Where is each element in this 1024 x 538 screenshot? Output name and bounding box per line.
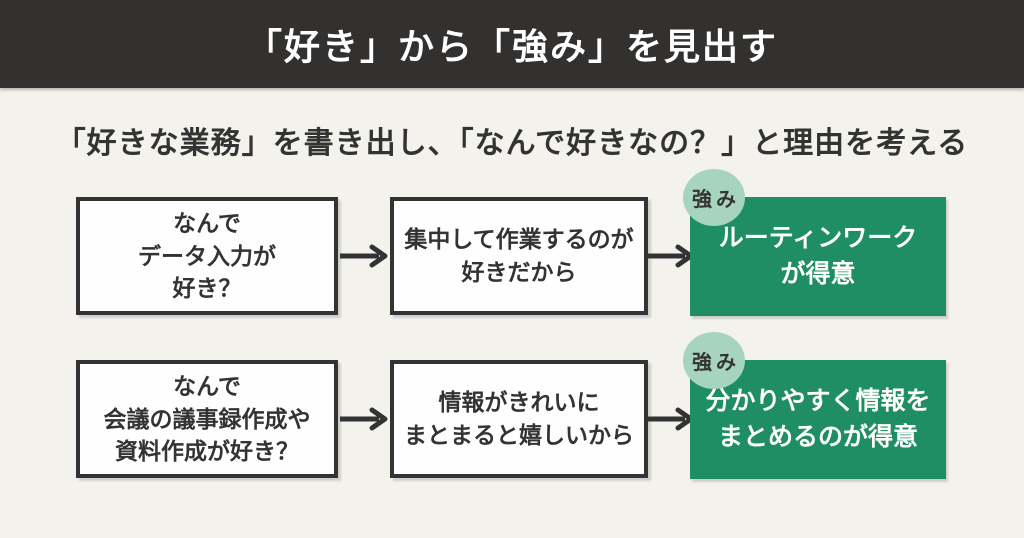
strength-badge: 強み: [683, 169, 745, 226]
header-bar: 「好き」から「強み」を見出す: [0, 0, 1024, 88]
reason-text: 集中して作業するのが 好きだから: [404, 226, 634, 285]
reason-text: 情報がきれいに まとまると嬉しいから: [404, 389, 634, 448]
subtitle: 「好きな業務」を書き出し、「なんで好きなの？」と理由を考える: [55, 127, 969, 160]
reason-box: 情報がきれいに まとまると嬉しいから: [390, 360, 648, 478]
strength-badge-label: 強み: [692, 189, 740, 211]
strength-text: 分かりやすく情報を まとめるのが得意: [705, 387, 931, 451]
strength-badge: 強み: [683, 332, 745, 389]
like-question-text: なんで 会議の議事録作成や 資料作成が好き？: [103, 373, 311, 465]
like-question-box: なんで 会議の議事録作成や 資料作成が好き？: [76, 360, 338, 478]
flow-row-data-entry: なんで データ入力が 好き？ 集中して作業するのが 好きだから ルーティンワーク…: [0, 169, 1024, 317]
like-question-text: なんで データ入力が 好き？: [138, 210, 276, 302]
flow-row-documents: なんで 会議の議事録作成や 資料作成が好き？ 情報がきれいに まとまると嬉しいか…: [0, 332, 1024, 480]
strength-badge-label: 強み: [692, 352, 740, 374]
arrow-right-icon: [340, 407, 388, 431]
arrow-right-icon: [646, 407, 694, 431]
strength-text: ルーティンワーク が得意: [718, 224, 918, 288]
like-question-box: なんで データ入力が 好き？: [76, 197, 338, 315]
arrow-right-icon: [340, 244, 388, 268]
arrow-right-icon: [646, 244, 694, 268]
page-title: 「好き」から「強み」を見出す: [245, 26, 778, 67]
reason-box: 集中して作業するのが 好きだから: [390, 197, 648, 315]
strength-box: ルーティンワーク が得意: [690, 197, 946, 316]
strength-box: 分かりやすく情報を まとめるのが得意: [690, 360, 946, 479]
